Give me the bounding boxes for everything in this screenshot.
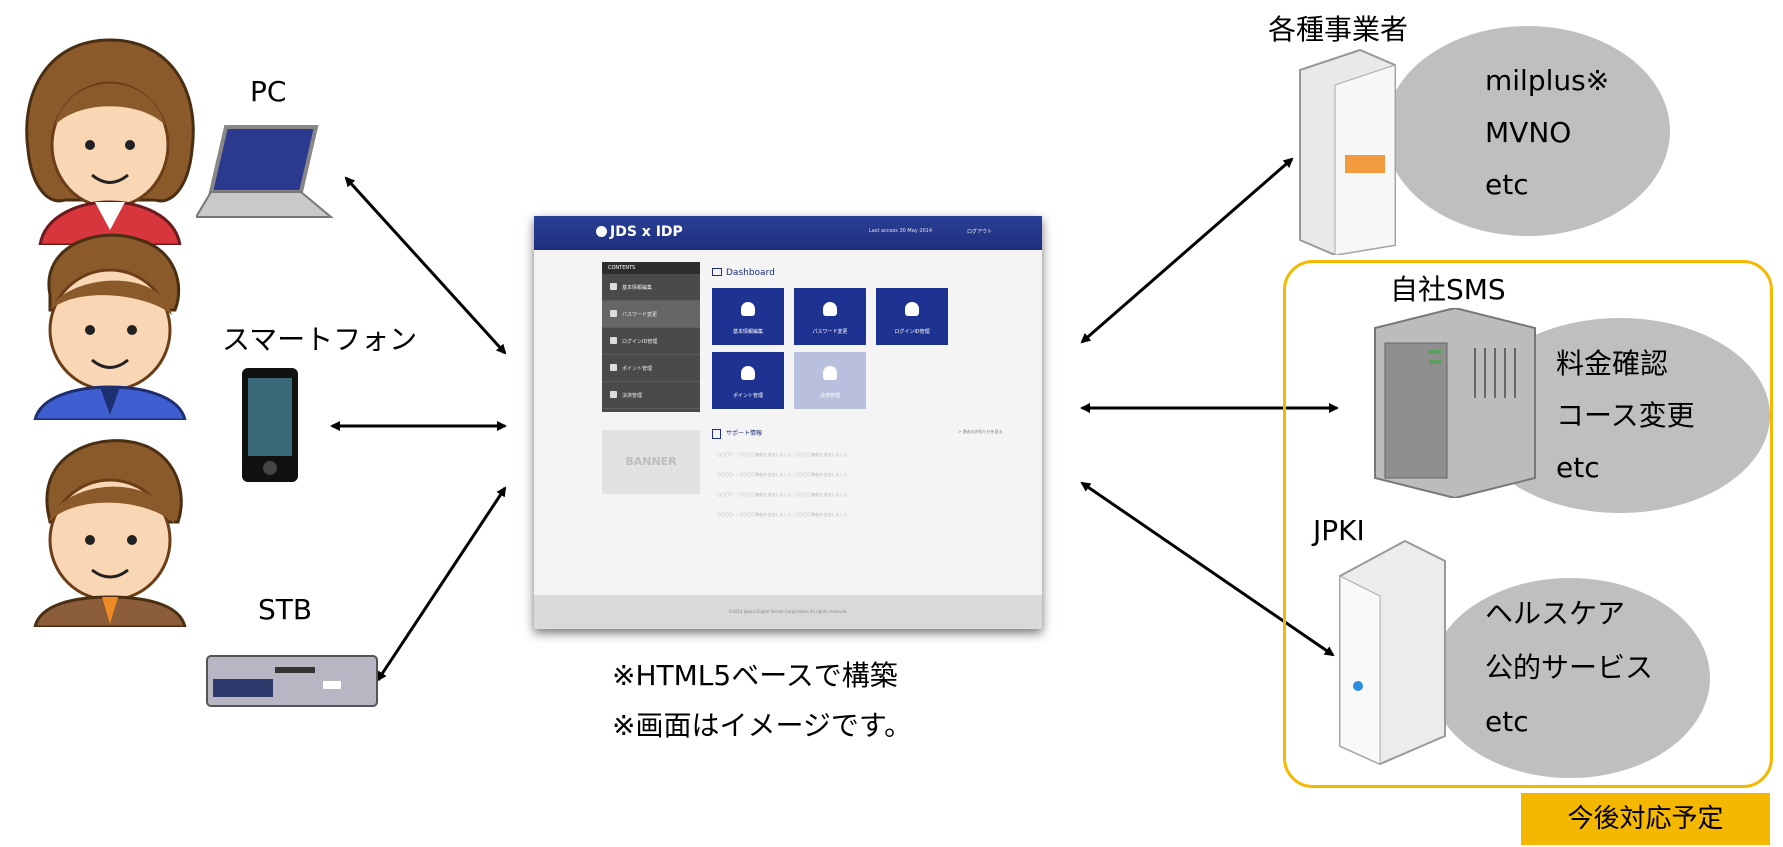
sms-item: 料金確認 (1556, 347, 1669, 380)
jpki-item: 公的サービス (1485, 651, 1654, 684)
laptop-id-icon (905, 302, 919, 316)
user-icon (741, 302, 755, 316)
smartphone-icon (242, 368, 298, 482)
key-icon (823, 302, 837, 316)
future-support-frame (1283, 260, 1773, 788)
note-image: ※画面はイメージです。 (612, 709, 913, 742)
last-access: Last access 30 May 2014 (869, 228, 933, 234)
portal-footer: ©2014 Japan Digital Server Corporation A… (534, 595, 1042, 629)
brand-logo-icon (596, 226, 607, 237)
sidebar-item-loginid[interactable]: ログインID管理 (602, 328, 700, 355)
payment-icon (823, 366, 837, 380)
support-line: 〇〇〇〇 ｜ 〇〇〇〇機能を追加しました。〇〇〇〇機能を追加しました。 (717, 492, 852, 497)
logout-link[interactable]: ログアウト (967, 229, 993, 235)
portal-screenshot: JDS x IDP Last access 30 May 2014 ログアウト … (534, 216, 1042, 629)
support-title: サポート情報 (726, 430, 763, 437)
dashboard-title: Dashboard (726, 268, 775, 278)
stb-icon (206, 655, 378, 707)
tile-profile[interactable]: 基本情報編集 (712, 288, 784, 345)
support-icon (712, 429, 721, 439)
jpki-item: ヘルスケア (1485, 597, 1626, 630)
tile-payment[interactable]: 決済管理 (794, 352, 866, 409)
tile-label: パスワード変更 (812, 329, 848, 335)
operators-cloud (1385, 26, 1670, 236)
arrow-jpki (1080, 481, 1335, 657)
sms-title: 自社SMS (1390, 273, 1506, 306)
jpki-title: JPKI (1313, 514, 1365, 547)
jpki-item: etc (1485, 705, 1529, 738)
tile-label: 決済管理 (819, 393, 840, 399)
arrow-pc (344, 176, 507, 355)
support-line: 〇〇〇〇 ｜ 〇〇〇〇機能を追加しました。〇〇〇〇機能を追加しました。 (717, 452, 852, 457)
portal-header: JDS x IDP Last access 30 May 2014 ログアウト (534, 216, 1042, 250)
sidebar-item-payment[interactable]: 決済管理 (602, 382, 700, 409)
sidebar-item-points[interactable]: ポイント管理 (602, 355, 700, 382)
sms-item: etc (1556, 451, 1600, 484)
portal-sidebar: CONTENTS 基本情報編集 パスワード変更 ログインID管理 ポイント管理 … (602, 262, 700, 412)
operators-item: MVNO (1485, 116, 1572, 149)
support-history-link[interactable]: > 過去のお知らせを見る (958, 429, 1003, 434)
tile-loginid[interactable]: ログインID管理 (876, 288, 948, 345)
sms-item: コース変更 (1556, 399, 1695, 432)
tile-points[interactable]: ポイント管理 (712, 352, 784, 409)
operators-title: 各種事業者 (1268, 13, 1409, 46)
sidebar-head: CONTENTS (602, 262, 700, 274)
banner[interactable]: BANNER (602, 430, 700, 494)
arrow-operators (1080, 157, 1294, 344)
man-blue-suit-avatar-icon (33, 233, 187, 420)
laptop-icon (196, 125, 334, 218)
sidebar-item-password[interactable]: パスワード変更 (602, 301, 700, 328)
tower-server-icon (1339, 539, 1446, 766)
support-line: 〇〇〇〇 ｜ 〇〇〇〇機能を追加しました。〇〇〇〇機能を追加しました。 (717, 512, 852, 517)
server-icon (1299, 48, 1396, 255)
stb-label: STB (258, 593, 313, 626)
sidebar-item-profile[interactable]: 基本情報編集 (602, 274, 700, 301)
arrow-stb (376, 486, 507, 682)
tile-label: ポイント管理 (732, 393, 763, 399)
rack-server-icon (1374, 308, 1536, 498)
points-icon (741, 366, 755, 380)
smartphone-label: スマートフォン (222, 323, 418, 356)
pc-label: PC (250, 75, 287, 108)
tile-label: 基本情報編集 (732, 329, 763, 335)
support-line: 〇〇〇〇 ｜ 〇〇〇〇機能を追加しました。〇〇〇〇機能を追加しました。 (717, 472, 852, 477)
portal-brand: JDS x IDP (610, 224, 683, 240)
note-html5: ※HTML5ベースで構築 (612, 659, 898, 692)
tile-label: ログインID管理 (894, 329, 930, 335)
monitor-icon (712, 268, 722, 276)
man-brown-suit-avatar-icon (33, 439, 187, 627)
future-support-badge: 今後対応予定 (1521, 793, 1770, 845)
operators-item: etc (1485, 168, 1529, 201)
tile-password[interactable]: パスワード変更 (794, 288, 866, 345)
operators-item: milplus※ (1485, 64, 1610, 97)
woman-avatar-icon (25, 38, 195, 245)
jpki-cloud (1430, 578, 1710, 778)
